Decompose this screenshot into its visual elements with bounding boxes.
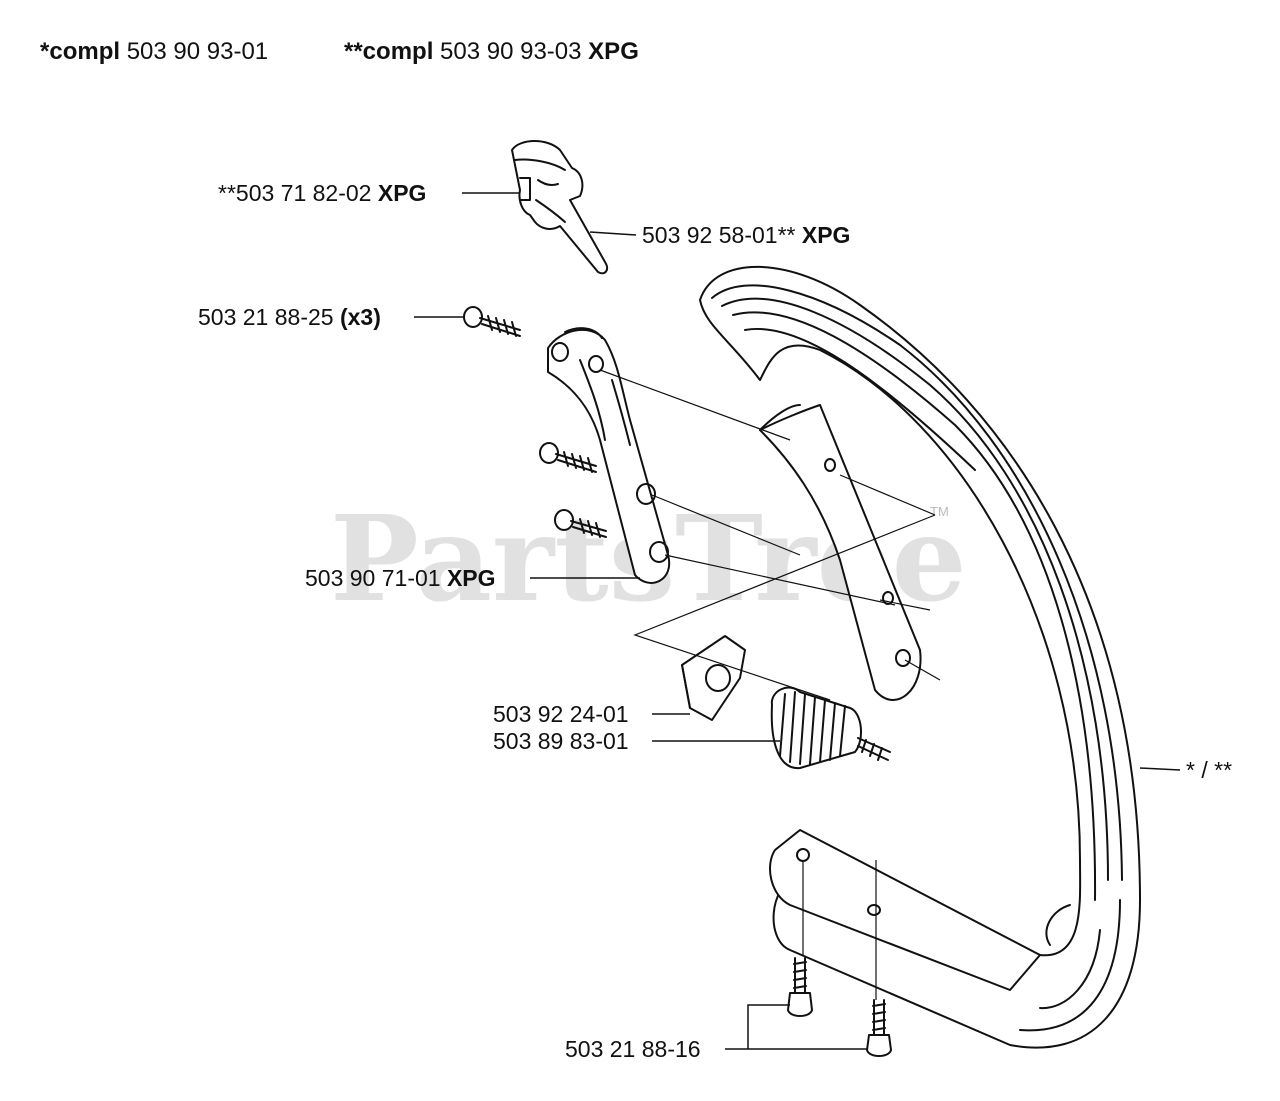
header-right-suffix: XPG [588,38,639,65]
header-compl-standard: *compl 503 90 93-01 [40,38,268,66]
part-number: 503 92 58-01** [642,222,796,248]
bolt-top [463,306,521,337]
header-left-number: 503 90 93-01 [126,38,269,65]
part-suffix: (x3) [339,304,381,330]
bolt-lower [554,509,607,538]
part-number: 503 89 83-01 [493,728,629,754]
part-label-503-90-71-01: 503 90 71-01 XPG [305,565,496,591]
part-suffix: XPG [446,565,496,591]
part-number: 503 21 88-25 [198,304,334,330]
assembly-guide-lines [599,369,941,1000]
dampener-bracket [681,635,746,721]
header-left-prefix: *compl [40,38,121,65]
watermark-trademark: TM [930,504,949,519]
part-label-503-92-24-01: 503 92 24-01 [493,701,629,727]
part-label-503-89-83-01: 503 89 83-01 [493,728,629,754]
screw-left [787,957,813,1017]
bolt-middle [539,442,597,473]
part-number: * / ** [1186,757,1233,783]
part-label-503-21-88-16: 503 21 88-16 [565,1036,701,1062]
part-suffix: XPG [377,180,427,206]
screw-right [866,999,892,1057]
header-right-number: 503 90 93-03 [440,38,582,65]
anti-vibration-spring [770,686,891,770]
part-suffix: XPG [801,222,851,248]
part-label-503-71-82-02: **503 71 82-02 XPG [218,180,426,206]
part-label-503-92-58-01: 503 92 58-01** XPG [642,222,850,248]
leader-lines [414,192,1181,1050]
part-number: 503 92 24-01 [493,701,629,727]
chain-brake-lever-component [511,140,608,275]
header-right-prefix: **compl [344,38,434,65]
header-compl-xpg: **compl 503 90 93-03 XPG [344,38,639,66]
handle-bracket-part [547,327,671,584]
part-number: 503 90 71-01 [305,565,441,591]
front-handle-bar [699,265,1141,1049]
part-number: **503 71 82-02 [218,180,372,206]
part-number: 503 21 88-16 [565,1036,701,1062]
part-label-handle-assembly: * / ** [1186,757,1232,783]
part-label-503-21-88-25: 503 21 88-25 (x3) [198,304,381,330]
